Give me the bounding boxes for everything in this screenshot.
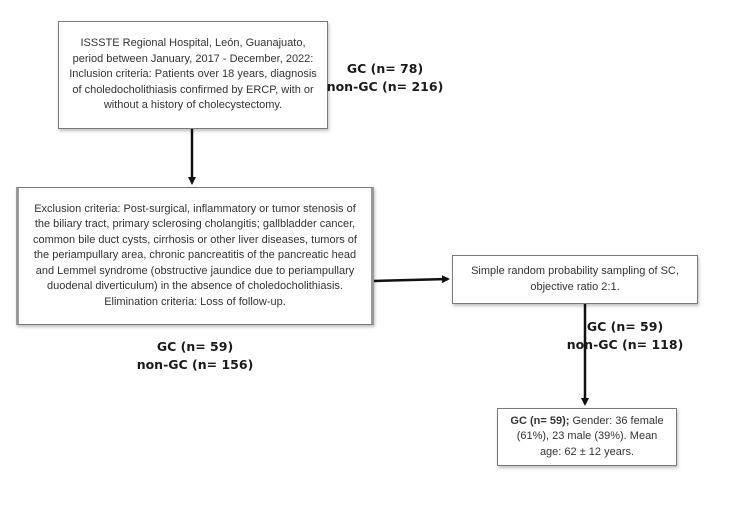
- exclusion-criteria-text: Exclusion criteria: Post-surgical, infla…: [32, 202, 357, 308]
- sampling-box: Simple random probability sampling of SC…: [452, 255, 698, 304]
- after-sampling-gc-count: GC (n= 59): [586, 319, 664, 334]
- final-sample-bold-label: GC (n= 59);: [510, 414, 570, 427]
- after-exclusion-gc-count: GC (n= 59): [156, 339, 234, 354]
- final-sample-box: GC (n= 59); Gender: 36 female (61%), 23 …: [497, 408, 677, 466]
- after-sampling-non-gc-count: non-GC (n= 118): [566, 337, 684, 352]
- sampling-text: Simple random probability sampling of SC…: [471, 265, 679, 293]
- initial-counts: GC (n= 78) non-GC (n= 216): [320, 60, 450, 96]
- source-population-box: ISSSTE Regional Hospital, León, Guanajua…: [58, 21, 328, 129]
- initial-non-gc-count: non-GC (n= 216): [326, 79, 444, 94]
- initial-gc-count: GC (n= 78): [346, 61, 424, 76]
- after-exclusion-non-gc-count: non-GC (n= 156): [136, 357, 254, 372]
- after-exclusion-counts: GC (n= 59) non-GC (n= 156): [130, 338, 260, 374]
- arrow-exclusion-to-sampling: [373, 275, 450, 284]
- final-sample-text: GC (n= 59); Gender: 36 female (61%), 23 …: [506, 414, 668, 461]
- final-sample-details: Gender: 36 female (61%), 23 male (39%). …: [516, 414, 664, 458]
- exclusion-criteria-box: Exclusion criteria: Post-surgical, infla…: [16, 187, 374, 325]
- after-sampling-counts: GC (n= 59) non-GC (n= 118): [560, 318, 690, 354]
- source-population-text: ISSSTE Regional Hospital, León, Guanajua…: [69, 37, 317, 112]
